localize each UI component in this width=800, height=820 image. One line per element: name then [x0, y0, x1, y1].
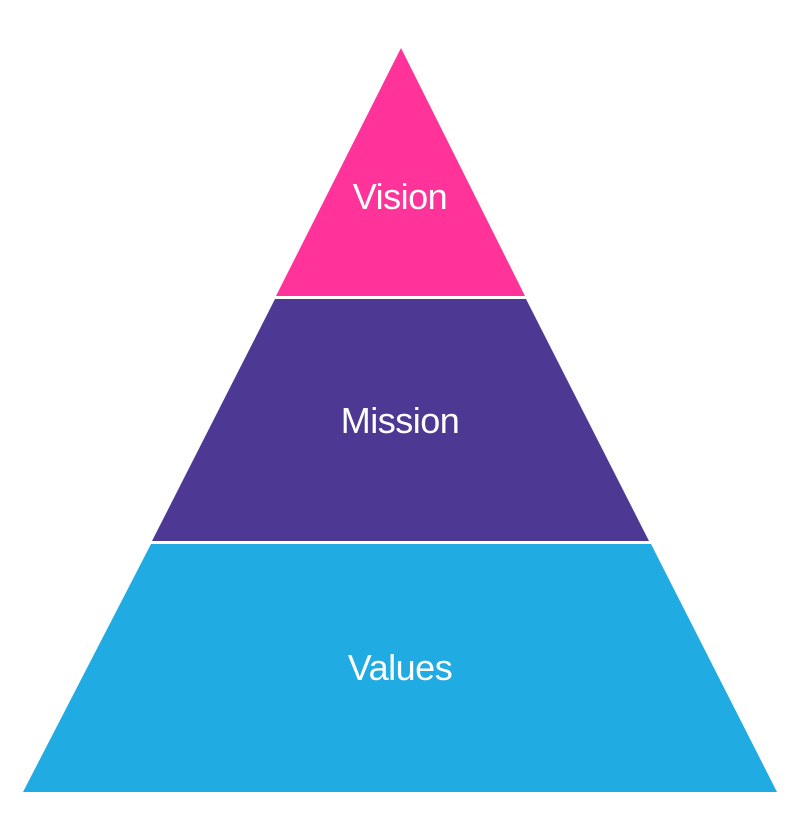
- tier-label-values: Values: [348, 647, 452, 688]
- tier-vision: [276, 48, 525, 296]
- tier-label-mission: Mission: [341, 400, 460, 441]
- tier-mission: [152, 299, 649, 541]
- tier-values: [23, 544, 777, 792]
- tier-label-vision: Vision: [353, 176, 447, 217]
